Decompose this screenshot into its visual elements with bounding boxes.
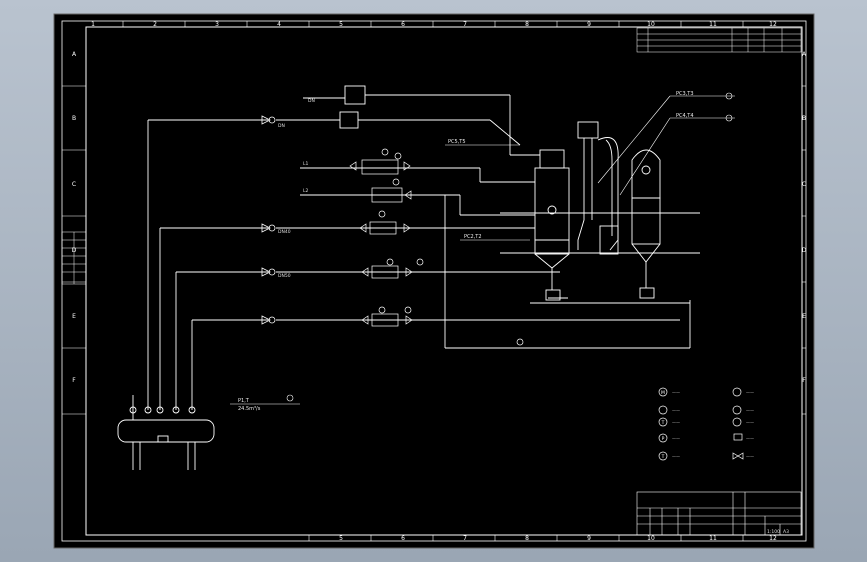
col-label: 7 xyxy=(463,21,467,28)
callout-pc5: PC5,T5 xyxy=(448,139,466,145)
legend-symbol: T xyxy=(661,454,665,460)
legend-text: —— xyxy=(672,454,680,459)
col-label: 8 xyxy=(525,535,529,542)
col-label: 3 xyxy=(215,21,219,28)
legend-text: —— xyxy=(746,408,754,413)
callout-leaders xyxy=(230,92,735,405)
revision-side-table xyxy=(61,231,87,285)
col-label: 7 xyxy=(463,535,467,542)
legend-text: —— xyxy=(746,420,754,425)
legend-text: —— xyxy=(746,436,754,441)
col-label: 8 xyxy=(525,21,529,28)
row-label: B xyxy=(802,115,806,122)
grid-ticks xyxy=(62,21,806,541)
drawing-sheet xyxy=(53,13,815,549)
valve-assemblies xyxy=(349,148,524,346)
row-label: E xyxy=(72,313,76,320)
callout-pc2: PC2,T2 xyxy=(464,234,482,240)
col-label: 6 xyxy=(401,21,405,28)
line-label: L1 xyxy=(303,161,309,167)
col-label: 10 xyxy=(647,21,655,28)
col-label: 11 xyxy=(709,21,717,28)
col-label: 2 xyxy=(153,21,157,28)
col-label: 6 xyxy=(401,535,405,542)
line-label: DN xyxy=(308,98,315,104)
legend-text: —— xyxy=(746,454,754,459)
flow-arrows xyxy=(261,115,276,325)
col-label: 10 xyxy=(647,535,655,542)
parts-list-table xyxy=(636,27,802,53)
legend-symbol: P xyxy=(662,436,665,442)
legend-text: —— xyxy=(672,390,680,395)
distribution-header xyxy=(117,406,215,470)
callout-pressure: 24.5m³/s xyxy=(238,406,261,412)
line-label: DN40 xyxy=(278,229,291,235)
legend-symbol: M xyxy=(661,390,665,396)
callout-p1: P1,T xyxy=(238,398,250,404)
row-label: E xyxy=(802,313,806,320)
row-label: D xyxy=(802,247,807,254)
col-label: 9 xyxy=(587,535,591,542)
row-label: B xyxy=(72,115,76,122)
legend: M T P T —— —— —— —— —— —— —— —— —— —— xyxy=(658,387,754,461)
line-label: L2 xyxy=(303,188,309,194)
platform-lines xyxy=(500,212,700,304)
col-label: 4 xyxy=(277,21,281,28)
col-label: 1 xyxy=(91,21,95,28)
legend-text: —— xyxy=(672,408,680,413)
title-block xyxy=(636,491,802,536)
line-label: DN xyxy=(278,123,285,129)
col-label: 5 xyxy=(339,21,343,28)
row-label: F xyxy=(72,377,76,384)
row-label: C xyxy=(802,181,806,188)
legend-text: —— xyxy=(672,420,680,425)
line-label: DN50 xyxy=(278,273,291,279)
legend-text: —— xyxy=(746,390,754,395)
title-scale: 1:100 xyxy=(767,529,780,535)
col-label: 5 xyxy=(339,535,343,542)
duct-cyclone xyxy=(577,121,619,255)
title-sheet: A3 xyxy=(783,529,789,535)
callout-pc4: PC4,T4 xyxy=(676,113,694,119)
reactor-vessel xyxy=(534,149,570,301)
callout-pc3: PC3,T3 xyxy=(676,91,694,97)
row-label: C xyxy=(72,181,76,188)
process-pipes xyxy=(132,85,691,420)
separator-tank xyxy=(631,149,661,299)
row-label: A xyxy=(72,51,77,58)
legend-symbol: T xyxy=(661,420,665,426)
col-label: 12 xyxy=(769,21,777,28)
row-label: A xyxy=(802,51,807,58)
col-label: 11 xyxy=(709,535,717,542)
col-label: 9 xyxy=(587,21,591,28)
col-label: 12 xyxy=(769,535,777,542)
row-label: F xyxy=(802,377,806,384)
legend-text: —— xyxy=(672,436,680,441)
